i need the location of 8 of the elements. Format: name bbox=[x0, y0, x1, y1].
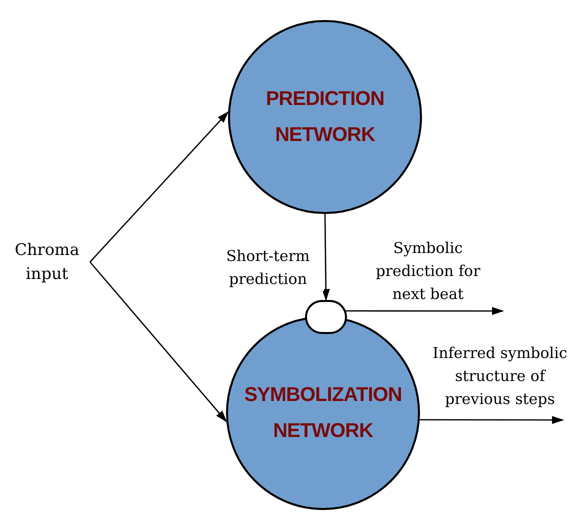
arrow bbox=[322, 214, 330, 301]
network-label: SYMBOLIZATION NETWORK bbox=[243, 383, 403, 444]
input-label: Chroma input bbox=[14, 239, 80, 285]
arrow bbox=[90, 262, 228, 422]
arrow bbox=[90, 111, 229, 262]
arrow bbox=[420, 416, 564, 424]
arrow bbox=[346, 307, 504, 315]
network-label: PREDICTION NETWORK bbox=[264, 87, 386, 148]
